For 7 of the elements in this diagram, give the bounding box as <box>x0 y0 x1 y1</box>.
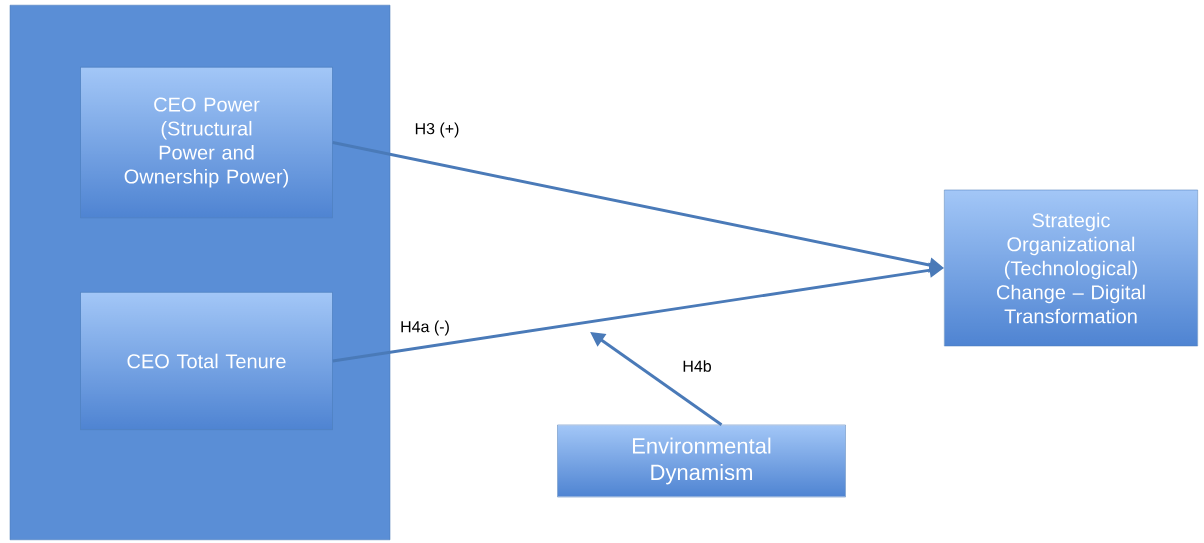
variable-box: Environmental Dynamism <box>557 424 846 498</box>
edge-label: H4b <box>683 360 711 372</box>
variable-box: Strategic Organizational (Technological) Change – Digital Transformation <box>944 189 1198 347</box>
edge-label: H3 (+) <box>415 122 459 138</box>
variable-box: CEO Power (Structural Power and Ownership Power) <box>80 66 333 219</box>
edge-label: H4a (-) <box>401 320 449 336</box>
variable-box: CEO Total Tenure <box>80 292 333 430</box>
